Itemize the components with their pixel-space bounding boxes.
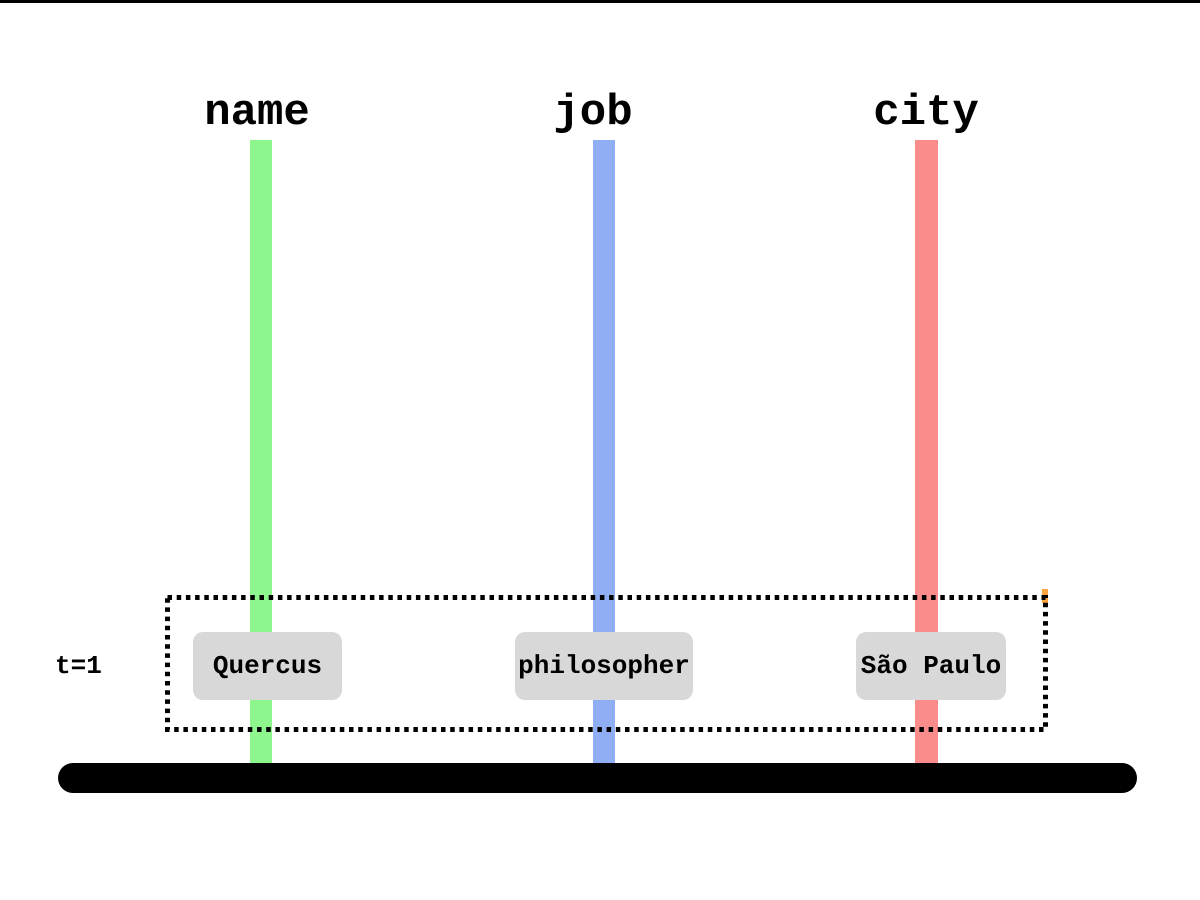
top-rule [0,0,1200,3]
time-step-label: t=1 [55,651,102,681]
timeline-line-name [250,140,272,763]
timeline-line-job [593,140,615,763]
timeline-base-bar [58,763,1137,793]
column-label-job: job [553,88,633,138]
timeline-line-city [915,140,938,763]
value-box-name: Quercus [193,632,342,700]
time-step-frame [165,595,1048,732]
column-label-city: city [873,88,979,138]
value-box-city: São Paulo [856,632,1006,700]
time-step-frame-rect [165,595,1048,732]
column-label-name: name [204,88,310,138]
value-box-job: philosopher [515,632,693,700]
